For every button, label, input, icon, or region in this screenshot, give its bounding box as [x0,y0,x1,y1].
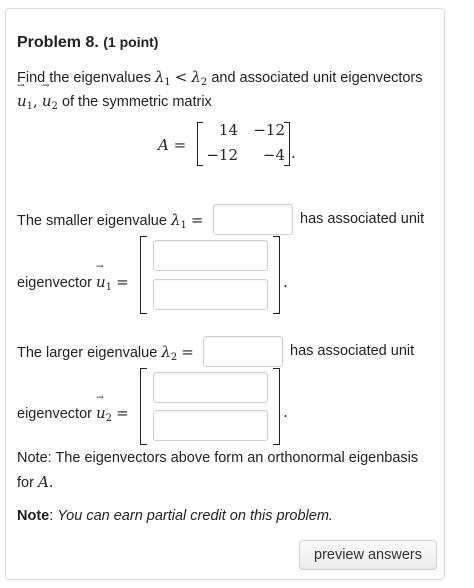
problem-title: Problem 8. (1 point) [17,34,158,52]
lambda-1: λ1 [170,211,187,231]
less-than: < [174,68,188,86]
matrix-period: . [291,144,296,162]
note-orthonormal-line-1: Note: The eigenvectors above form an ort… [17,450,419,466]
vector-subscript: 1 [26,101,34,112]
equals: = [116,273,129,291]
lambda-symbol: λ [161,343,171,361]
vector-u-symbol: u [42,81,52,110]
lambda-subscript: 2 [200,77,208,88]
lambda-2: λ2 [191,68,208,88]
period: . [48,473,54,491]
intro-text-a: Find the eigenvalues [17,70,151,86]
lambda-symbol: λ [154,68,165,86]
matrix-cell: −12 [253,121,285,139]
lambda-1: λ1 [154,68,171,88]
matrix-equals: = [173,136,187,154]
vector-u1: u1 [96,262,113,293]
lambda-symbol: λ [191,68,201,86]
vector-subscript: 2 [105,413,113,424]
vector-u-symbol: u [17,81,27,110]
equals: = [190,211,204,229]
matrix-label: A = [158,136,186,154]
vector-u2: u2 [96,393,113,424]
u2-period: . [283,403,288,421]
vector-subscript: 2 [51,101,58,112]
matrix-name: A [37,473,49,491]
matrix-name: A [158,136,169,154]
larger-eigenvalue-prompt: The larger eigenvalue λ2 = [17,343,194,363]
eigenvector-text: eigenvector [17,275,92,291]
u1-right-bracket [273,236,280,314]
prompt-text: The smaller eigenvalue [17,213,167,229]
note-text: for [17,475,34,491]
vector-u2: u2 [42,81,58,112]
u2-component-2-input[interactable] [153,410,268,441]
lambda-2: λ2 [161,343,178,363]
matrix-cell: −4 [262,146,285,164]
lambda-subscript: 2 [170,352,178,363]
u1-left-bracket [140,236,147,314]
equals: = [181,343,194,361]
problem-number: Problem 8. [17,34,99,51]
comma: , [33,92,38,110]
preview-answers-button[interactable]: preview answers [299,540,437,570]
matrix-right-bracket [284,122,290,166]
u2-component-1-input[interactable] [153,372,268,403]
vector-u-symbol: u [96,262,106,291]
part2-suffix: has associated unit [290,343,415,359]
intro-text-c: of the symmetric matrix [61,94,212,110]
smaller-eigenvalue-prompt: The smaller eigenvalue λ1 = [17,211,203,231]
matrix-cell: 14 [218,121,238,139]
intro-line-1: Find the eigenvalues λ1 < λ2 and associa… [17,68,423,88]
note-label: Note [17,508,50,524]
u1-component-2-input[interactable] [153,279,268,310]
matrix-left-bracket [197,122,203,166]
vector-u1: u1 [17,81,34,112]
lambda-subscript: 1 [164,77,171,88]
part1-suffix: has associated unit [300,211,425,227]
intro-text-b: and associated unit eigenvectors [211,70,423,86]
u2-left-bracket [140,368,147,445]
note-partial-credit-text: You can earn partial credit on this prob… [57,508,333,524]
lambda-symbol: λ [170,211,181,229]
note-colon: : [49,508,54,524]
lambda-subscript: 1 [180,220,187,231]
lambda2-input[interactable] [203,336,283,367]
problem-points: (1 point) [103,34,159,50]
u2-right-bracket [273,368,280,445]
equals: = [116,404,129,422]
eigenvector-text: eigenvector [17,406,92,422]
u1-period: . [283,273,288,291]
matrix-cell: −12 [206,146,238,164]
vector-u-symbol: u [96,393,106,422]
eigenvector-2-label: eigenvector u2 = [17,393,129,424]
lambda1-input[interactable] [213,204,293,235]
eigenvector-1-label: eigenvector u1 = [17,262,129,293]
vector-subscript: 1 [105,282,113,293]
u1-component-1-input[interactable] [153,240,268,271]
note-orthonormal-line-2: for A. [17,473,54,491]
intro-line-2: u1, u2 of the symmetric matrix [17,81,212,112]
note-partial-credit: Note: You can earn partial credit on thi… [17,508,333,524]
prompt-text: The larger eigenvalue [17,345,158,361]
